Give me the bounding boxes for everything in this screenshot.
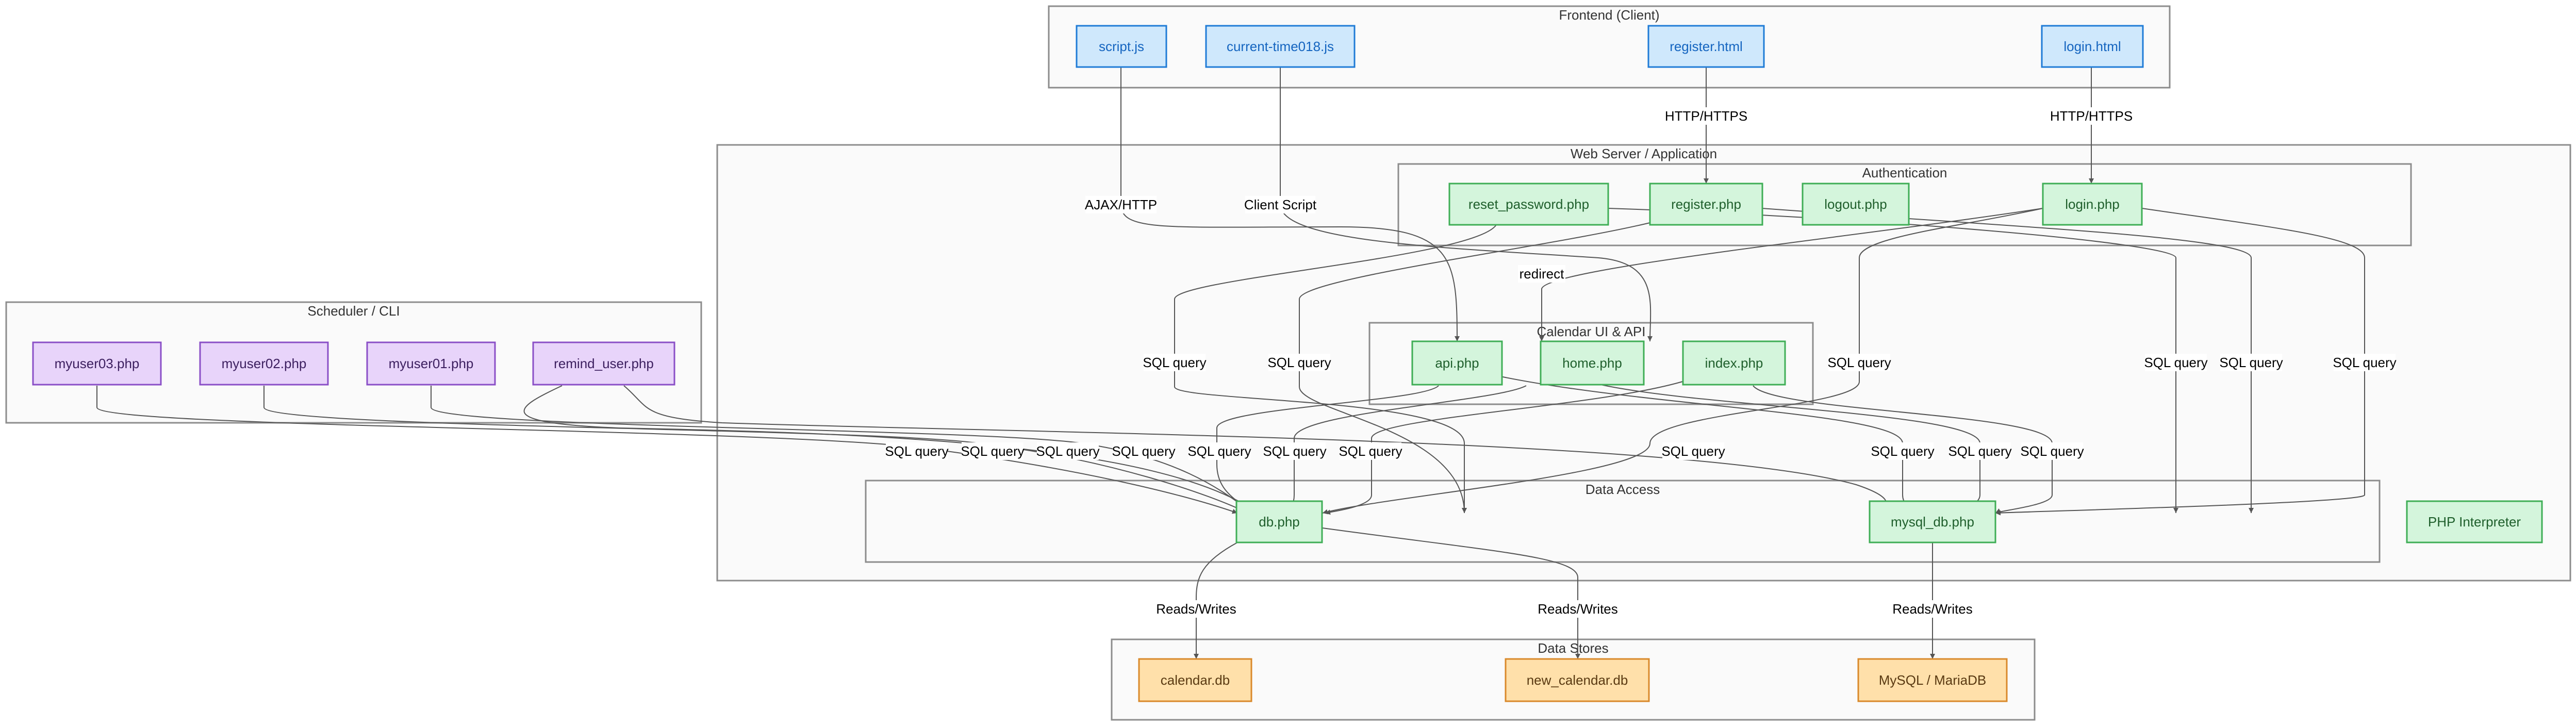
edge-label-sql-1: SQL query	[1143, 355, 1206, 370]
node-script-js-label: script.js	[1099, 39, 1144, 54]
edge-login-php-to-db	[1322, 208, 2043, 515]
node-myuser02-label: myuser02.php	[222, 356, 307, 371]
node-home-php: home.php	[1540, 340, 1645, 386]
node-mysql-db-php: mysql_db.php	[1869, 500, 1996, 543]
edge-db-to-calendar-db	[1194, 542, 1238, 659]
node-register-html-label: register.html	[1670, 39, 1743, 54]
edge-labels: HTTP/HTTPS HTTP/HTTPS AJAX/HTTP Client S…	[885, 107, 2397, 618]
edge-label-sql-7: SQL query	[885, 443, 948, 459]
edge-label-client-script: Client Script	[1244, 197, 1317, 212]
node-logout-php: logout.php	[1802, 183, 1910, 226]
node-calendar-db: calendar.db	[1138, 658, 1252, 702]
node-myuser03-label: myuser03.php	[55, 356, 140, 371]
edge-login-php-to-mysql	[1995, 208, 2365, 516]
edge-myuser03-to-db	[96, 386, 1238, 514]
edge-label-sql-12: SQL query	[1263, 443, 1326, 459]
edge-remind-to-mysql	[623, 385, 1887, 514]
edge-label-http-login: HTTP/HTTPS	[2050, 108, 2133, 124]
node-db-php-label: db.php	[1259, 514, 1300, 530]
edge-index-to-mysql	[1753, 385, 2053, 514]
node-new-calendar-db: new_calendar.db	[1505, 658, 1650, 702]
edge-label-rw-3: Reads/Writes	[1892, 601, 1973, 617]
edge-label-sql-2: SQL query	[1267, 355, 1331, 370]
node-api-php-label: api.php	[1435, 355, 1479, 371]
edge-label-sql-16: SQL query	[1948, 443, 2011, 459]
node-index-php-label: index.php	[1705, 355, 1763, 371]
node-myuser01-label: myuser01.php	[389, 356, 474, 371]
node-register-html: register.html	[1647, 25, 1765, 68]
cluster-datastores-title: Data Stores	[1538, 640, 1608, 656]
edge-current-time-to-home-php	[1280, 67, 1653, 342]
edge-label-sql-3: SQL query	[1827, 355, 1891, 370]
edge-db-to-new-calendar-db	[1322, 527, 1580, 659]
node-home-php-label: home.php	[1562, 355, 1622, 371]
node-api-php: api.php	[1411, 340, 1503, 386]
node-php-interpreter-label: PHP Interpreter	[2428, 514, 2521, 530]
edge-label-sql-9: SQL query	[1036, 443, 1099, 459]
edge-label-sql-13: SQL query	[1339, 443, 1402, 459]
edge-label-sql-14: SQL query	[1661, 443, 1725, 459]
node-script-js: script.js	[1076, 25, 1167, 68]
node-remind-user: remind_user.php	[532, 341, 675, 386]
node-myuser01: myuser01.php	[366, 341, 496, 386]
edge-label-ajax: AJAX/HTTP	[1085, 197, 1157, 212]
node-logout-php-label: logout.php	[1824, 196, 1887, 212]
cluster-dataaccess-title: Data Access	[1586, 482, 1660, 497]
node-register-php: register.php	[1649, 183, 1763, 226]
edge-register-php-to-db	[1299, 222, 1650, 514]
node-login-php-label: login.php	[2065, 196, 2120, 212]
node-db-php: db.php	[1235, 500, 1323, 543]
node-new-calendar-db-label: new_calendar.db	[1527, 672, 1628, 688]
node-register-php-label: register.php	[1671, 196, 1741, 212]
edge-reset-to-db	[1174, 224, 1497, 513]
node-login-php: login.php	[2042, 183, 2143, 226]
edge-script-js-to-api-php	[1120, 67, 1460, 342]
node-myuser02: myuser02.php	[199, 341, 329, 386]
edge-label-sql-8: SQL query	[961, 443, 1024, 459]
node-mysql-mariadb: MySQL / MariaDB	[1857, 658, 2008, 702]
edge-label-sql-11: SQL query	[1187, 443, 1251, 459]
edge-label-rw-1: Reads/Writes	[1156, 601, 1236, 617]
cluster-calendar-title: Calendar UI & API	[1537, 324, 1646, 339]
cluster-dataaccess: Data Access	[865, 480, 2381, 563]
edge-label-sql-6: SQL query	[2333, 355, 2396, 370]
node-login-html: login.html	[2041, 25, 2144, 68]
node-calendar-db-label: calendar.db	[1161, 672, 1230, 688]
node-current-time: current-time018.js	[1205, 25, 1356, 68]
edge-label-sql-15: SQL query	[1871, 443, 1934, 459]
node-mysql-mariadb-label: MySQL / MariaDB	[1879, 672, 1987, 688]
cluster-auth-title: Authentication	[1862, 165, 1947, 180]
edge-label-sql-5: SQL query	[2219, 355, 2283, 370]
node-reset-password: reset_password.php	[1448, 183, 1609, 226]
cluster-frontend-title: Frontend (Client)	[1559, 7, 1659, 23]
node-login-html-label: login.html	[2063, 39, 2121, 54]
node-myuser03: myuser03.php	[32, 341, 162, 386]
node-index-php: index.php	[1682, 340, 1786, 386]
node-remind-user-label: remind_user.php	[554, 356, 654, 371]
edge-label-redirect: redirect	[1520, 266, 1564, 282]
edge-myuser02-to-db	[263, 386, 1248, 514]
edge-index-to-db	[1325, 380, 1687, 515]
node-mysql-db-php-label: mysql_db.php	[1891, 514, 1974, 530]
edge-remind-to-db	[523, 385, 1259, 514]
nodes: script.js current-time018.js register.ht…	[32, 25, 2543, 702]
edge-label-sql-17: SQL query	[2020, 443, 2084, 459]
cluster-scheduler-title: Scheduler / CLI	[307, 303, 400, 319]
edge-label-rw-2: Reads/Writes	[1538, 601, 1618, 617]
node-php-interpreter: PHP Interpreter	[2406, 500, 2543, 543]
edge-label-http-register: HTTP/HTTPS	[1665, 108, 1747, 124]
edge-login-php-redirect-home-php	[1539, 208, 2043, 341]
edge-api-to-db	[1216, 385, 1439, 514]
node-reset-password-label: reset_password.php	[1468, 196, 1589, 212]
cluster-webserver-title: Web Server / Application	[1571, 146, 1717, 161]
edge-label-sql-10: SQL query	[1112, 443, 1175, 459]
edge-label-sql-4: SQL query	[2144, 355, 2207, 370]
edge-myuser01-to-db	[431, 386, 1253, 514]
node-current-time-label: current-time018.js	[1227, 39, 1334, 54]
